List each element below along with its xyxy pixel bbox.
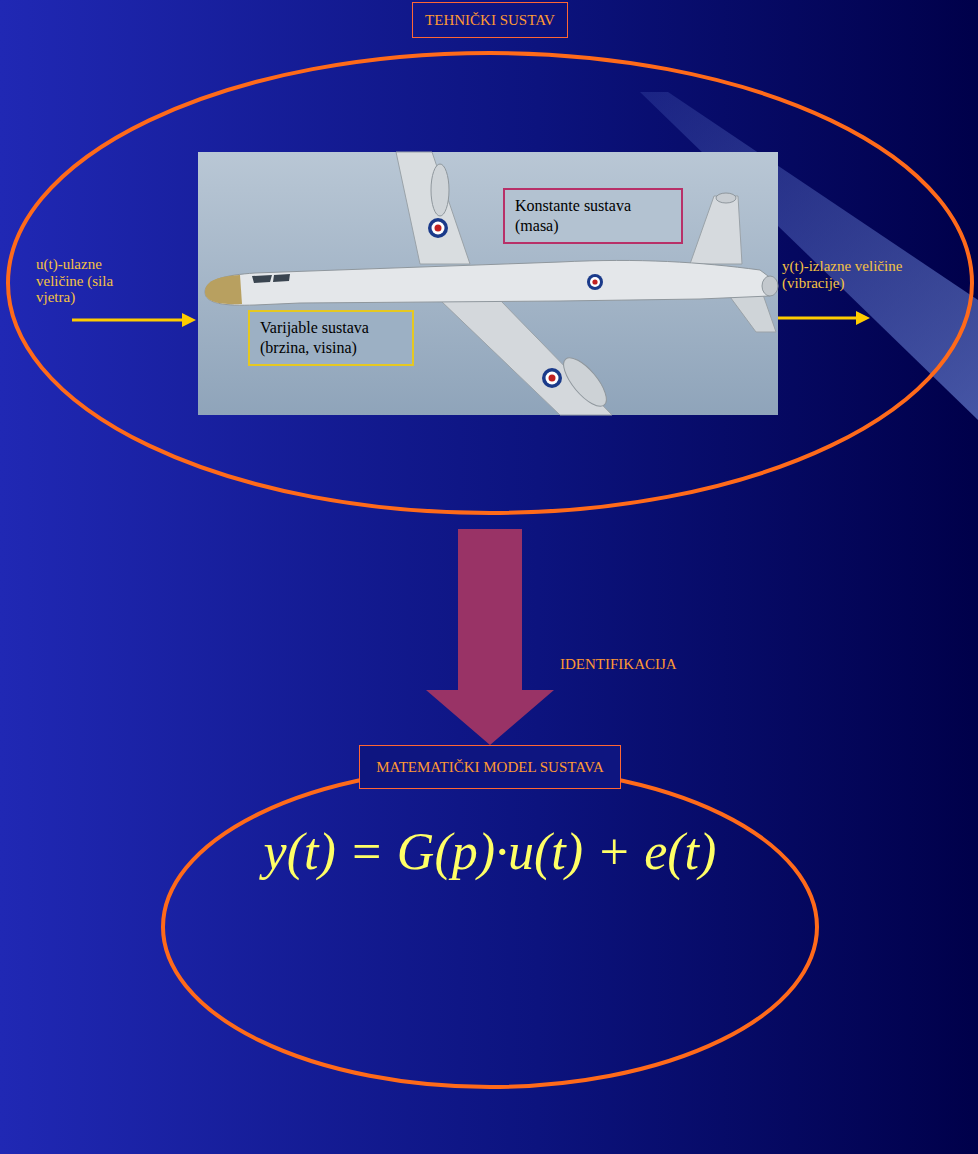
constants-box: Konstante sustava (masa) (503, 188, 683, 244)
photo-sky (198, 152, 778, 415)
constant-label: Konstante sustava (masa) (505, 190, 681, 242)
aircraft-photo (198, 152, 778, 415)
fin-tip (716, 193, 736, 203)
roundel (587, 274, 603, 290)
system-ellipse: TEHNIČKI SUSTAV Konstante sustava (masa) V… (5, 0, 975, 515)
tail-cone (762, 276, 778, 296)
label-slot: IDENTIFIKACIJA (560, 656, 677, 673)
system-title: TEHNIČKI SUSTAV (412, 2, 568, 38)
upper-wing (396, 152, 470, 264)
cockpit-window (273, 274, 290, 282)
model-equation: y(t) = G(p)·u(t) + e(t) (160, 821, 820, 883)
label-slot: y(t)-izlazne veličine (vibracije) (782, 258, 932, 291)
process-label: IDENTIFIKACIJA (560, 656, 677, 673)
output-arrow (778, 311, 870, 325)
variable-label: Varijable sustava (brzina, visina) (250, 312, 412, 364)
model-ellipse: MATEMATIČKI MODEL SUSTAVA y(t) = G(p)·u(t… (160, 745, 820, 1090)
nose-radome (205, 275, 242, 304)
fuselage (205, 260, 776, 305)
model-title: MATEMATIČKI MODEL SUSTAVA (359, 745, 621, 789)
wing-pod (557, 351, 614, 412)
input-label: u(t)-ulazne veličine (sila vjetra) (36, 256, 136, 306)
ellipse-outline (160, 745, 820, 1090)
label-slot: u(t)-ulazne veličine (sila vjetra) (36, 256, 136, 306)
ellipse-border (8, 53, 972, 513)
variables-box: Varijable sustava (brzina, visina) (248, 310, 414, 366)
ellipse-outline (5, 0, 975, 515)
cockpit-window (252, 275, 272, 283)
tail-fin (690, 196, 742, 264)
wing-pod (431, 164, 449, 216)
block-arrow (426, 529, 554, 745)
input-arrow (72, 313, 196, 327)
roundel (542, 368, 562, 388)
output-label: y(t)-izlazne veličine (vibracije) (782, 258, 932, 291)
roundel (428, 218, 448, 238)
ellipse-border (163, 767, 817, 1087)
